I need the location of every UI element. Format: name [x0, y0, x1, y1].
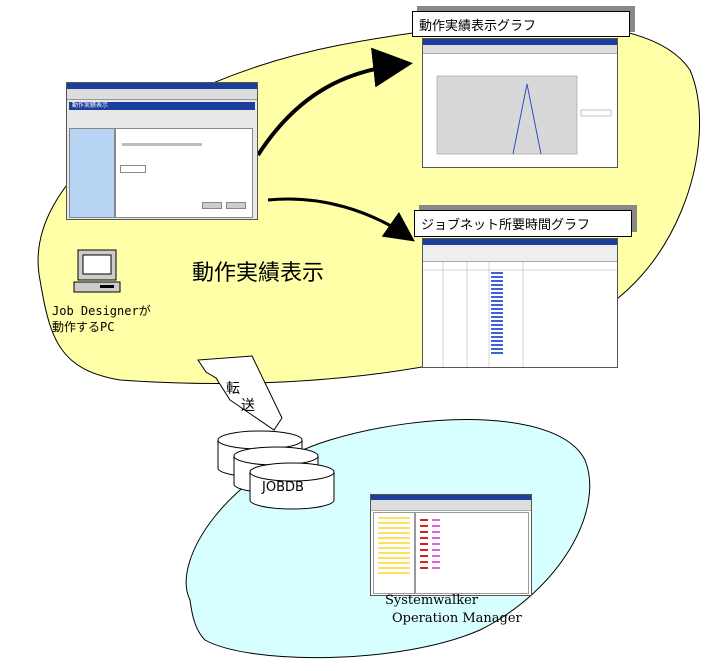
systemwalker-label-line1: Systemwalker — [385, 593, 478, 608]
pc-label-line1: Job Designerが — [52, 304, 151, 318]
jobnet-graph-window — [422, 238, 618, 368]
transfer-label-2: 送 — [241, 398, 255, 414]
window-left-panel — [69, 128, 115, 218]
jobnet-graph-table — [423, 262, 617, 367]
window-content-panel — [115, 128, 253, 218]
result-graph-title: 動作実績表示グラフ — [419, 19, 537, 34]
systemwalker-tree — [373, 512, 415, 594]
arrow-to-result-graph — [256, 47, 413, 157]
systemwalker-label-line2: Operation Manager — [392, 611, 522, 626]
result-display-window: 動作実績表示 — [66, 82, 258, 220]
window-header-title: 動作実績表示 — [72, 102, 109, 109]
result-graph-title-box: 動作実績表示グラフ — [412, 11, 630, 37]
systemwalker-window — [370, 494, 532, 596]
pc-icon — [73, 249, 121, 293]
window-toolbar — [67, 89, 257, 100]
jobnet-graph-title: ジョブネット所要時間グラフ — [421, 218, 591, 233]
result-graph-window — [422, 38, 618, 168]
center-caption: 動作実績表示 — [192, 261, 325, 286]
transfer-arrow — [197, 355, 283, 431]
db-label: JOBDB — [262, 480, 304, 495]
transfer-label-1: 転 — [226, 381, 240, 397]
window-titlebar — [67, 83, 257, 89]
result-graph-plot — [436, 75, 612, 155]
jobnet-graph-title-box: ジョブネット所要時間グラフ — [414, 210, 632, 237]
db-cylinder-front — [249, 462, 335, 510]
arrow-to-jobnet-graph — [267, 197, 415, 242]
window-header-bar: 動作実績表示 — [69, 102, 255, 110]
systemwalker-gantt — [415, 512, 529, 594]
pc-label-line2: 動作するPC — [52, 320, 115, 334]
